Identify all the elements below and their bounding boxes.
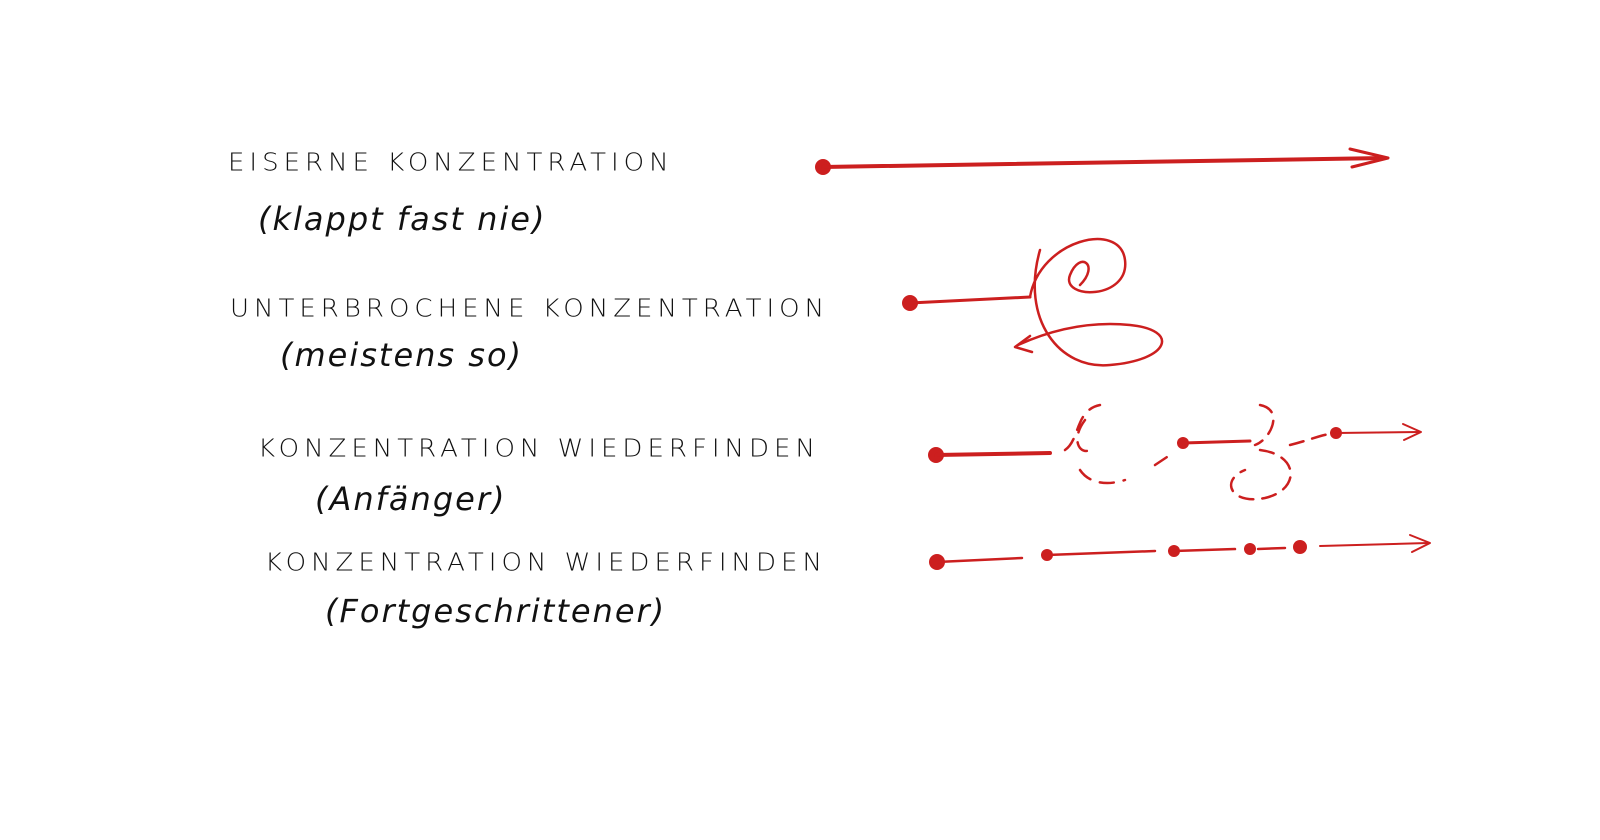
note-wiederfinden-fortgeschritten: (Fortgeschrittener)	[325, 592, 667, 630]
label-unterbrochene-konzentration: Unterbrochene Konzentration	[230, 294, 830, 324]
note-wiederfinden-anfaenger: (Anfänger)	[315, 480, 507, 518]
label-wiederfinden-anfaenger: Konzentration wiederfinden	[258, 434, 820, 464]
interrupted-focus-loop	[902, 237, 1164, 367]
beginner-refocus-path	[928, 403, 1422, 501]
note-eiserne-konzentration: (klappt fast nie)	[258, 200, 547, 238]
advanced-refocus-path	[929, 534, 1431, 570]
label-eiserne-konzentration: Eiserne Konzentration	[228, 148, 674, 178]
straight-focus-arrow	[815, 147, 1390, 175]
note-unterbrochene-konzentration: (meistens so)	[280, 336, 523, 374]
label-wiederfinden-fortgeschritten: Konzentration wiederfinden	[265, 548, 827, 578]
